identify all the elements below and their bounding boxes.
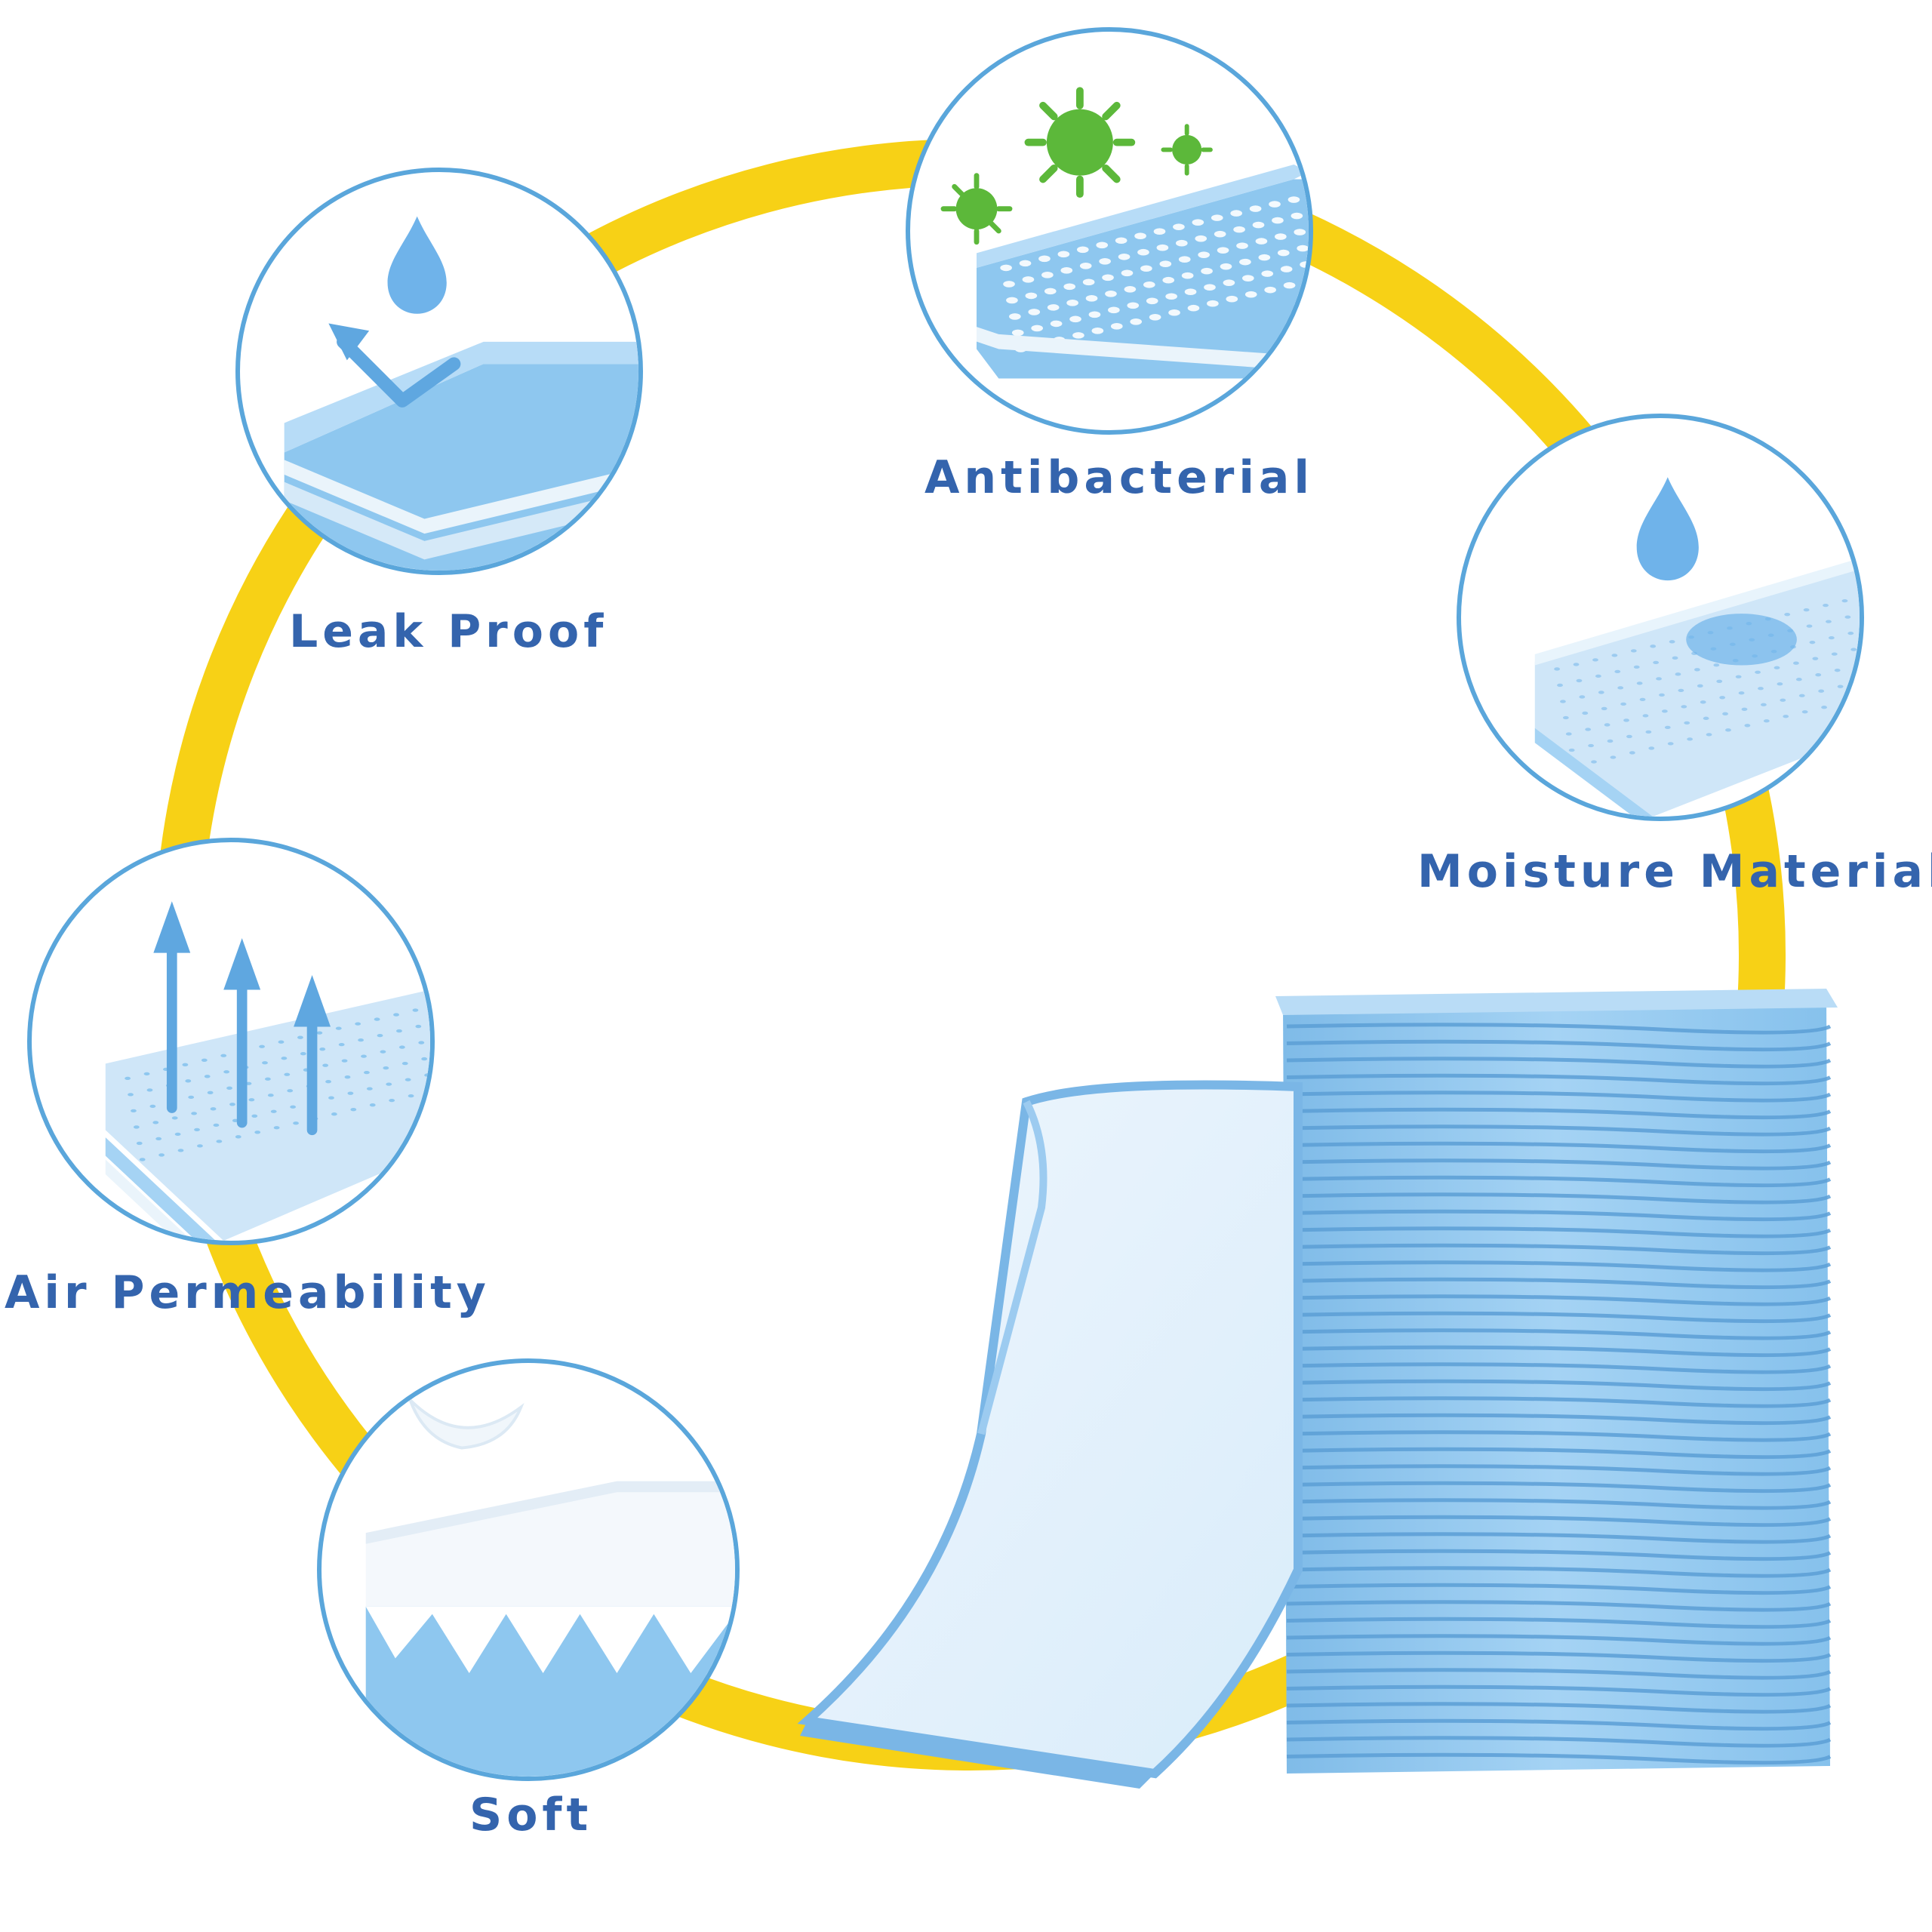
pad-stack <box>1275 989 1838 1774</box>
virus-small-right <box>1161 124 1213 176</box>
water-drop-absorb-icon <box>1534 477 1860 817</box>
antibacterial-circle <box>906 27 1313 435</box>
virus-icon <box>940 87 1309 379</box>
virus-small-left <box>940 173 1013 245</box>
moisture-material-circle <box>1457 414 1864 821</box>
antibacterial-label: Antibacterial <box>924 451 1314 504</box>
unfolded-pad <box>797 1080 1303 1789</box>
virus-large <box>1024 87 1136 198</box>
air-arrows-icon <box>105 901 430 1241</box>
moisture-material-label: Moisture Material <box>1417 845 1932 898</box>
leak-proof-circle <box>235 168 643 575</box>
soft-circle <box>317 1358 740 1781</box>
leak-proof-label: Leak Proof <box>289 605 608 658</box>
air-permeability-label: Air Permeability <box>5 1266 491 1319</box>
soft-label: Soft <box>469 1789 593 1841</box>
soft-cotton-icon <box>365 1398 735 1777</box>
water-drop-bounce-icon <box>284 216 638 571</box>
air-permeability-circle <box>27 838 435 1245</box>
